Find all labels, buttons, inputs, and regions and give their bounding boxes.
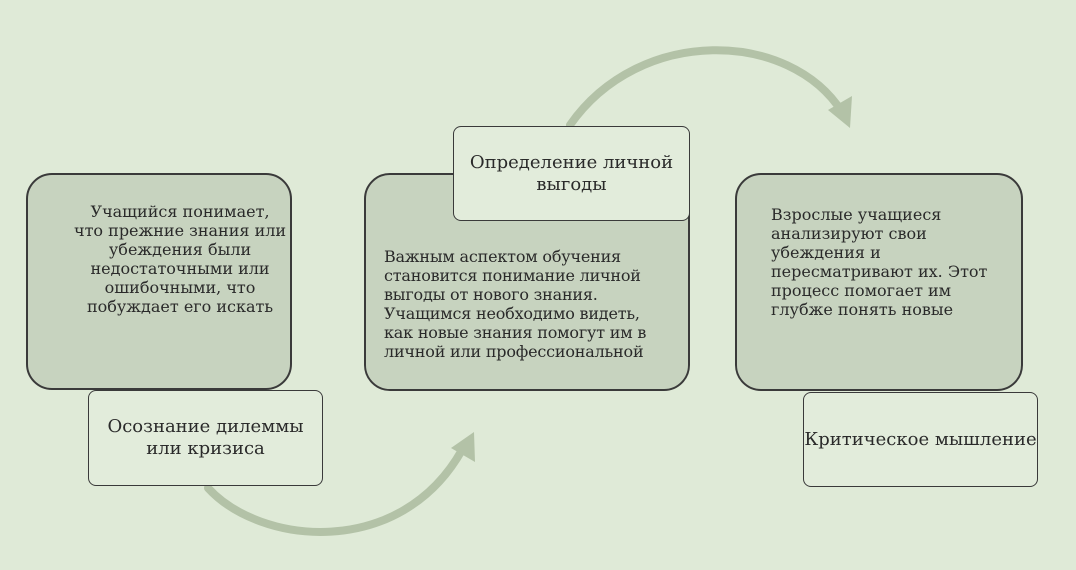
stage-2-description: Важным аспектом обучения становится пони… xyxy=(384,247,647,361)
stage-1-card: Учащийся понимает, что прежние знания ил… xyxy=(26,173,292,390)
stage-3-title: Критическое мышление xyxy=(803,392,1038,487)
stage-3-card: Взрослые учащиеся анализируют свои убежд… xyxy=(735,173,1023,391)
arrow-1-to-2 xyxy=(204,446,466,536)
stage-1-description: Учащийся понимает, что прежние знания ил… xyxy=(74,202,287,316)
stage-1-title: Осознание дилеммы или кризиса xyxy=(88,390,323,486)
arrow-1-to-2-head xyxy=(451,432,475,462)
stage-2-title: Определение личной выгоды xyxy=(453,126,690,221)
arrow-2-to-3 xyxy=(566,46,846,129)
arrow-2-to-3-head xyxy=(828,96,852,128)
stage-3-description: Взрослые учащиеся анализируют свои убежд… xyxy=(771,205,988,319)
